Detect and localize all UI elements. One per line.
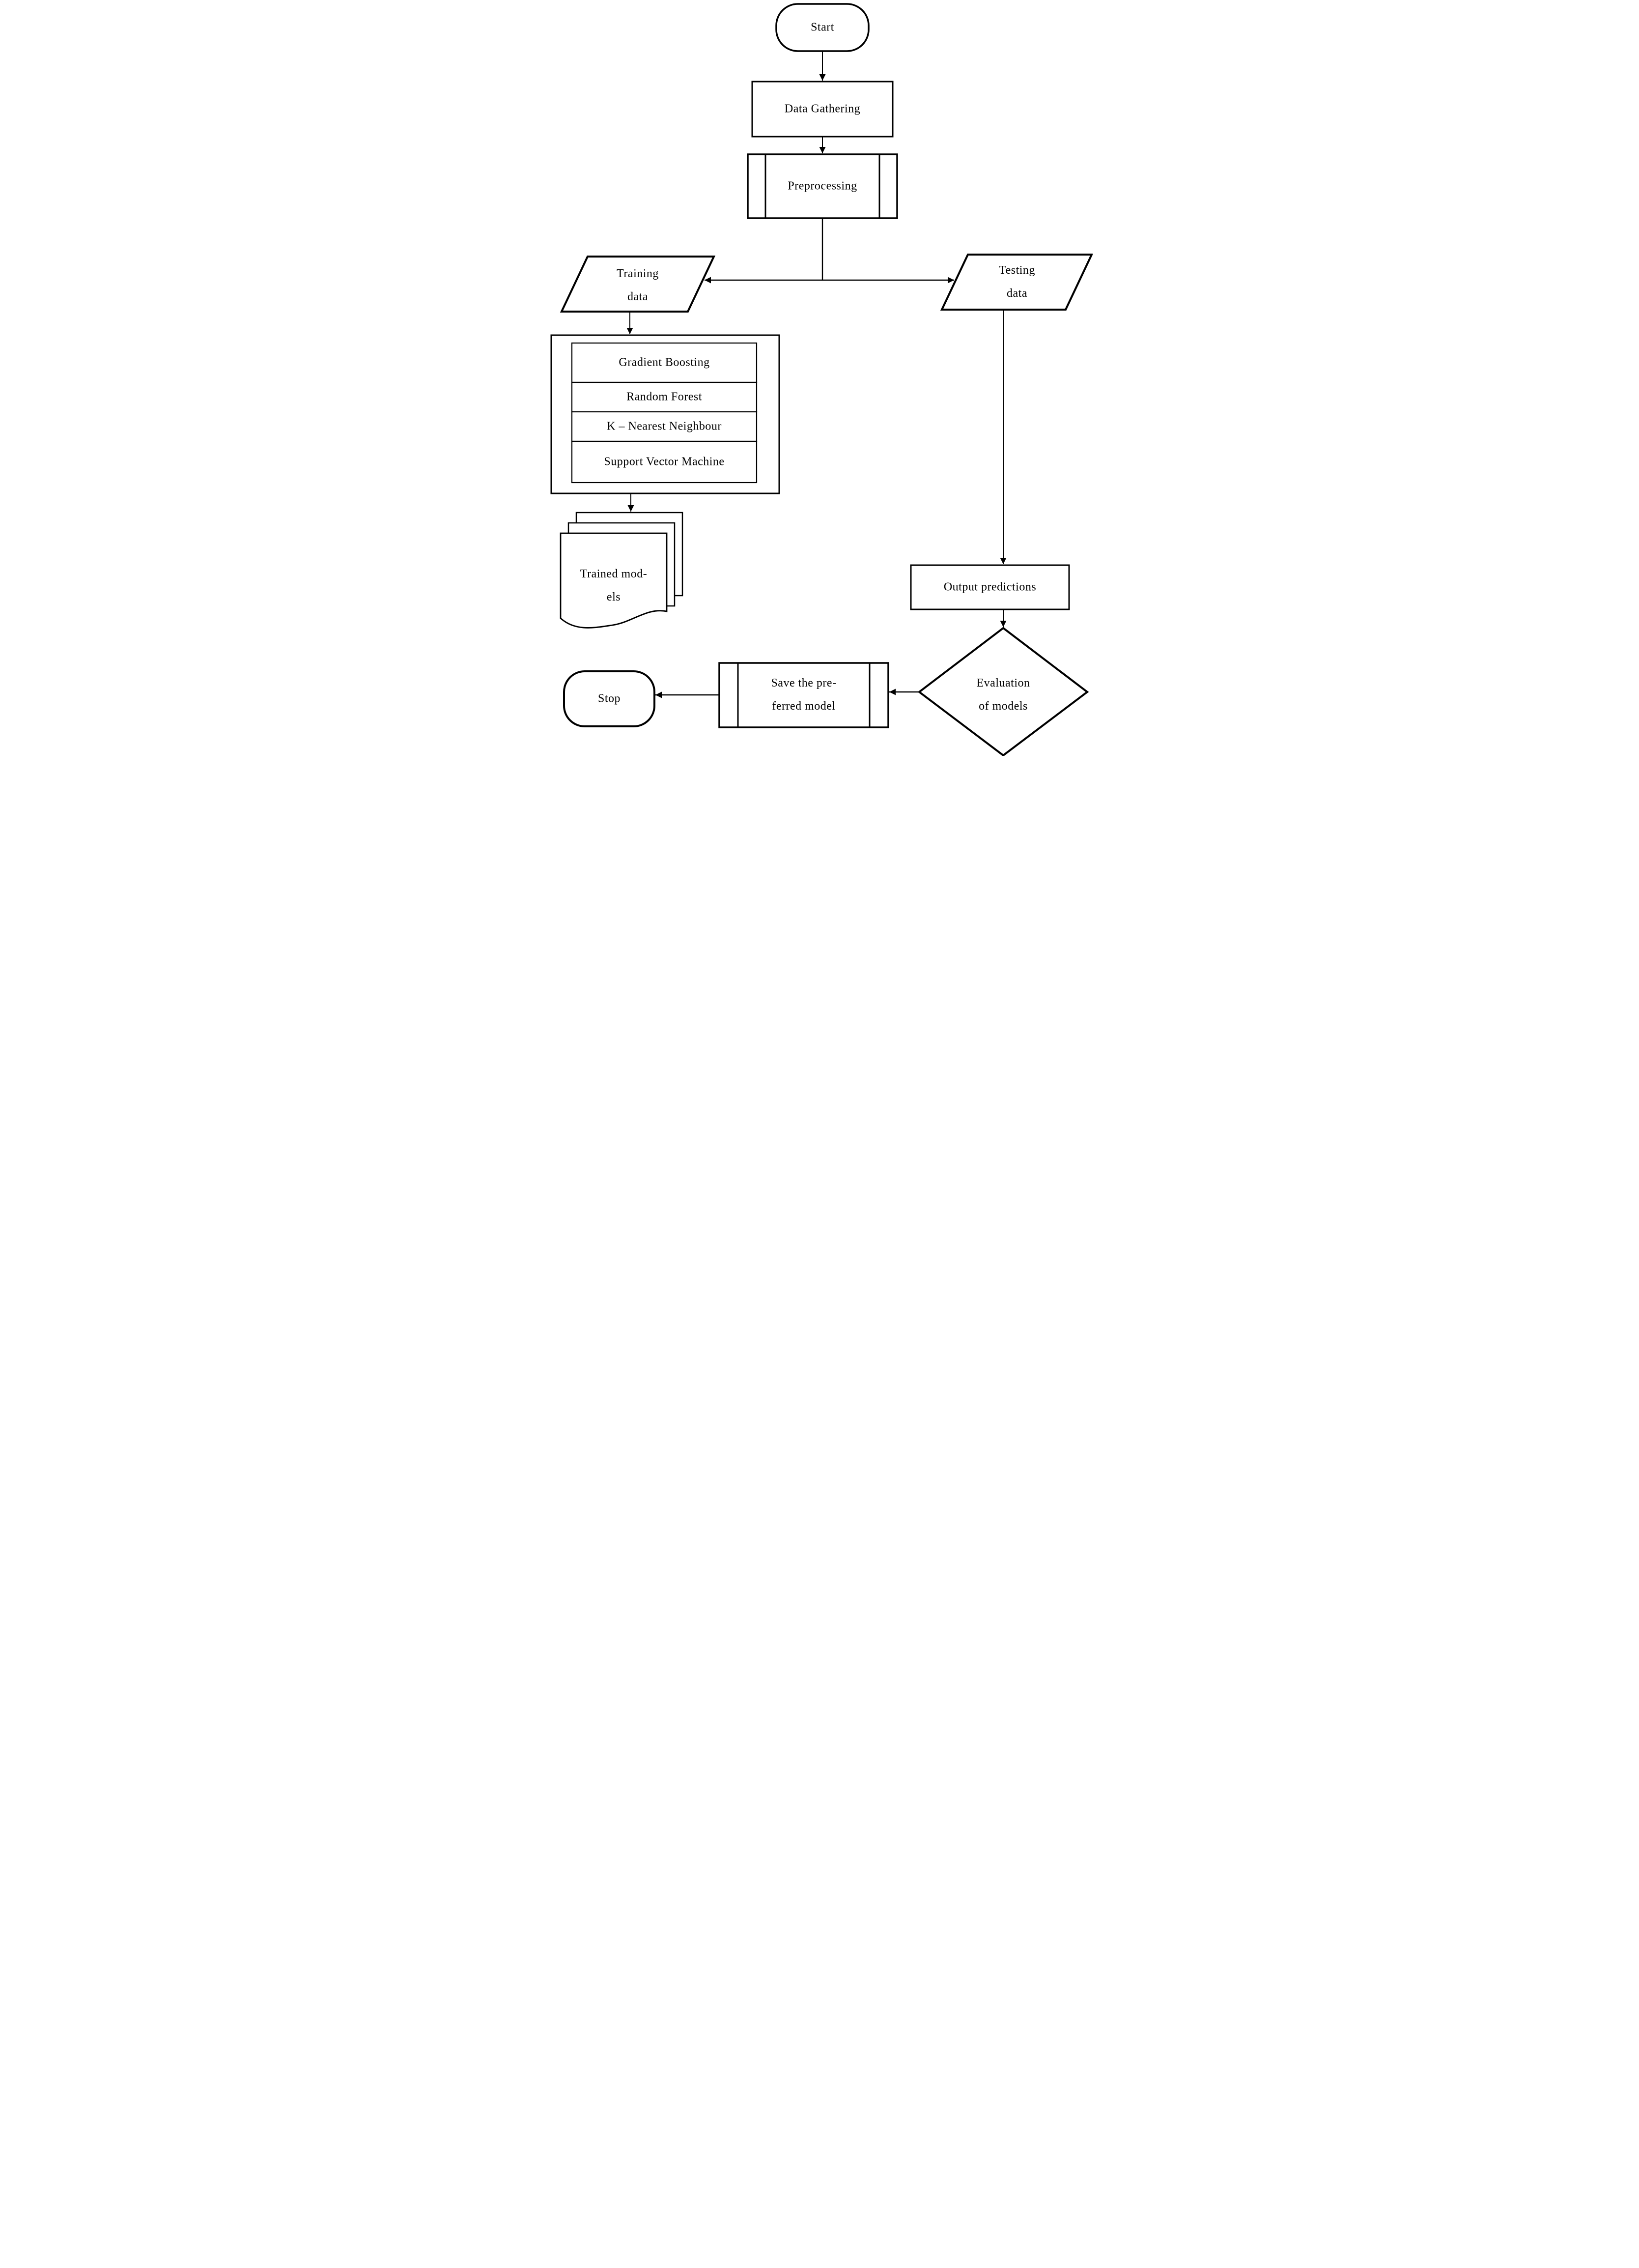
trained-models-label-line1: Trained mod- xyxy=(580,568,648,580)
training-data-parallelogram-shape xyxy=(560,256,716,313)
training-data-label-line1: Training xyxy=(617,267,659,280)
random-forest-shape xyxy=(571,381,758,413)
evaluation-label-line2: of models xyxy=(979,700,1028,713)
evaluation-label-line1: Evaluation xyxy=(976,677,1030,689)
save-model-label-line1: Save the pre- xyxy=(771,677,837,689)
save-model-label: Save the pre- ferred model xyxy=(771,672,836,718)
k-nearest-neighbour-shape xyxy=(571,411,758,442)
preprocessing-predefined-process-shape xyxy=(747,153,898,219)
evaluation-label: Evaluation of models xyxy=(977,672,1030,718)
output-predictions-process-shape xyxy=(910,564,1070,610)
stop-terminator-shape xyxy=(563,670,655,727)
data-gathering-label: Data Gathering xyxy=(784,102,861,115)
k-nearest-neighbour-label: K – Nearest Neighbour xyxy=(607,420,722,433)
support-vector-machine-label: Support Vector Machine xyxy=(604,455,725,468)
data-gathering-process-shape xyxy=(751,81,894,138)
random-forest-label: Random Forest xyxy=(626,390,702,403)
save-model-predefined-process-shape xyxy=(718,662,889,728)
training-data-label: Training data xyxy=(617,262,659,309)
trained-models-document-shape xyxy=(560,532,668,629)
training-data-label-line2: data xyxy=(627,290,648,303)
flowchart: Start Data Gathering Preprocessing Train… xyxy=(546,0,1093,756)
output-predictions-label: Output predictions xyxy=(943,580,1037,594)
trained-models-label: Trained mod- els xyxy=(580,563,647,609)
evaluation-decision-shape xyxy=(917,627,1089,756)
flowchart-shape-layer xyxy=(550,3,1093,756)
testing-data-label-line2: data xyxy=(1007,287,1027,300)
testing-data-label-line1: Testing xyxy=(999,264,1035,277)
stop-label: Stop xyxy=(597,692,621,705)
gradient-boosting-shape xyxy=(571,342,758,383)
save-model-label-line2: ferred model xyxy=(772,700,836,713)
start-label: Start xyxy=(811,21,834,34)
start-terminator-shape xyxy=(775,3,870,52)
gradient-boosting-label: Gradient Boosting xyxy=(619,356,710,369)
preprocessing-label: Preprocessing xyxy=(788,179,857,193)
support-vector-machine-shape xyxy=(571,440,758,484)
testing-data-label: Testing data xyxy=(999,259,1035,305)
testing-data-parallelogram-shape xyxy=(940,254,1093,311)
trained-models-label-line2: els xyxy=(606,591,621,603)
